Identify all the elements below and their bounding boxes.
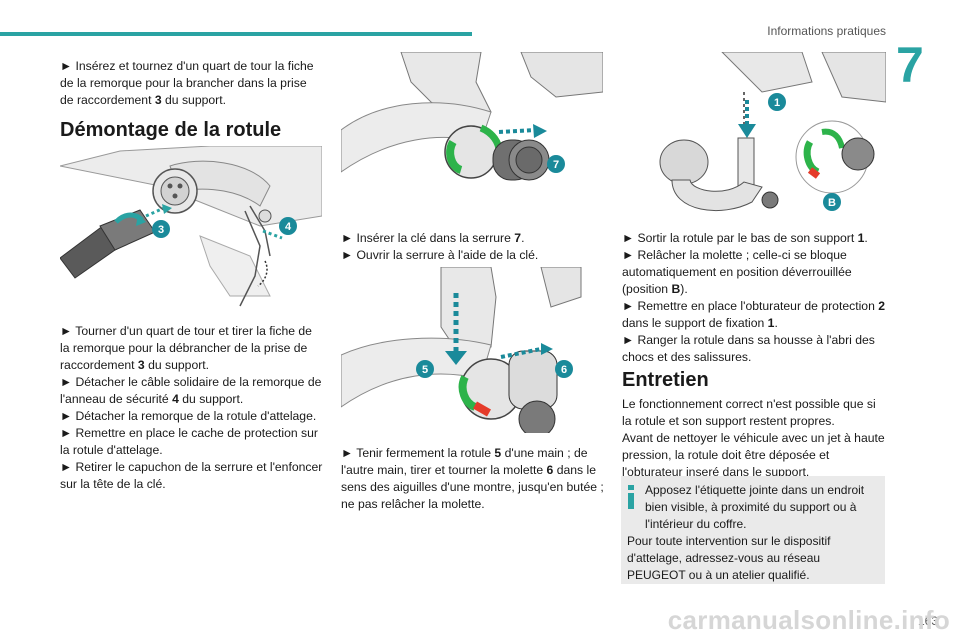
label-7: 7 — [553, 159, 559, 171]
page-number: 163 — [917, 614, 938, 628]
figure-turn-wheel: 5 6 — [341, 267, 582, 433]
col3-maintenance: Entretien Le fonctionnement correct n'es… — [622, 369, 885, 479]
info-note: Apposez l'étiquette jointe dans un endro… — [621, 476, 885, 584]
col1-intro: ► Insérez et tournez d'un quart de tour … — [60, 59, 314, 107]
heading-demontage: Démontage de la rotule — [60, 119, 282, 141]
col1-steps: ► Tourner d'un quart de tour et tirer la… — [60, 324, 323, 491]
info-icon — [628, 485, 634, 509]
figure-remove-ball: 1 B — [659, 52, 886, 212]
watermark: carmanualsonline.info — [667, 605, 950, 635]
note-line-2: Pour toute intervention sur le dispositi… — [627, 534, 831, 582]
label-B: B — [828, 197, 836, 209]
figure-insert-key: 7 — [341, 52, 603, 181]
label-6: 6 — [561, 364, 567, 376]
label-5: 5 — [422, 364, 428, 376]
header-accent-bar — [0, 32, 472, 36]
label-1: 1 — [774, 97, 780, 109]
heading-entretien: Entretien — [622, 369, 709, 391]
col1-heading-block: Démontage de la rotule — [60, 118, 322, 142]
chapter-number: 7 — [896, 37, 924, 93]
col2-steps-b: ► Tenir fermement la rotule 5 d'une main… — [341, 446, 604, 511]
note-line-1: Apposez l'étiquette jointe dans un endro… — [645, 483, 865, 531]
label-4: 4 — [285, 221, 292, 233]
label-3: 3 — [158, 224, 164, 236]
col2-steps-a: ► Insérer la clé dans la serrure 7. ► Ou… — [341, 231, 539, 262]
section-title: Informations pratiques — [767, 24, 886, 38]
figure-unplug-trailer: 3 4 — [60, 146, 322, 312]
col3-steps: ► Sortir la rotule par le bas de son sup… — [622, 231, 886, 364]
